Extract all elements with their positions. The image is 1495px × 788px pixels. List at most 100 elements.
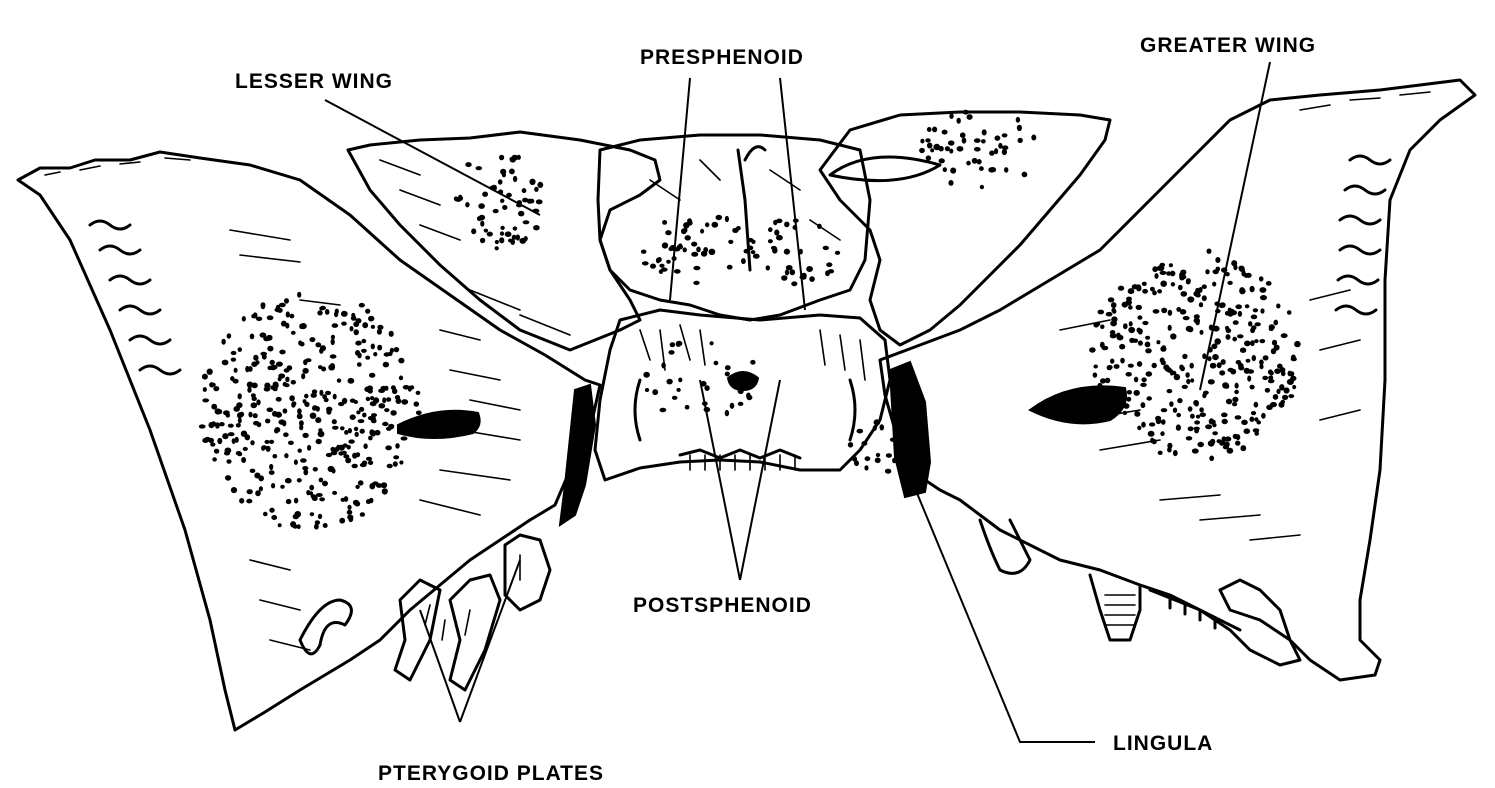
stipple-dot bbox=[256, 399, 261, 406]
stipple-dot bbox=[956, 146, 964, 152]
stipple-dot bbox=[302, 432, 309, 438]
stipple-dot bbox=[227, 423, 234, 428]
stipple-dot bbox=[1202, 392, 1207, 399]
stipple-dot bbox=[383, 352, 390, 357]
stipple-dot bbox=[1187, 406, 1193, 412]
stipple-dot bbox=[994, 135, 1001, 141]
stipple-dot bbox=[661, 242, 669, 249]
stipple-dot bbox=[373, 352, 378, 357]
stipple-dot bbox=[861, 441, 868, 446]
stipple-dot bbox=[1244, 304, 1250, 309]
stipple-dot bbox=[684, 235, 691, 241]
stipple-dot bbox=[331, 323, 339, 328]
stipple-dot bbox=[319, 497, 325, 502]
stipple-dot bbox=[1273, 344, 1280, 351]
stipple-dot bbox=[289, 395, 295, 402]
stipple-dot bbox=[328, 364, 336, 371]
stipple-dot bbox=[336, 444, 341, 450]
stipple-dot bbox=[657, 257, 662, 263]
stipple-dot bbox=[1250, 411, 1257, 416]
stipple-dot bbox=[724, 371, 730, 377]
stipple-dot bbox=[1274, 368, 1281, 375]
stipple-dot bbox=[291, 402, 296, 408]
stipple-dot bbox=[668, 350, 675, 355]
stipple-dot bbox=[309, 412, 317, 419]
stipple-dot bbox=[318, 428, 323, 433]
stipple-dot bbox=[210, 442, 216, 447]
stipple-dot bbox=[343, 454, 350, 459]
stipple-dot bbox=[390, 410, 397, 416]
stipple-dot bbox=[267, 345, 274, 352]
stipple-dot bbox=[1273, 319, 1279, 326]
stipple-dot bbox=[1182, 353, 1188, 360]
stipple-dot bbox=[486, 231, 493, 237]
stipple-dot bbox=[285, 376, 290, 383]
stipple-dot bbox=[246, 498, 253, 504]
stipple-dot bbox=[1137, 315, 1143, 320]
stipple-dot bbox=[1212, 423, 1217, 428]
stipple-dot bbox=[277, 523, 282, 528]
stipple-dot bbox=[242, 446, 248, 451]
stipple-dot bbox=[885, 453, 893, 458]
stipple-dot bbox=[359, 406, 365, 412]
stipple-dot bbox=[275, 361, 283, 367]
stipple-dot bbox=[966, 160, 971, 166]
stipple-dot bbox=[255, 316, 263, 321]
stipple-dot bbox=[1160, 280, 1167, 287]
stipple-dot bbox=[938, 145, 944, 152]
stipple-dot bbox=[322, 480, 328, 487]
stipple-dot bbox=[226, 333, 232, 339]
stipple-dot bbox=[198, 424, 206, 429]
stipple-dot bbox=[368, 460, 374, 466]
label-presphenoid: PRESPHENOID bbox=[640, 46, 804, 69]
stipple-dot bbox=[919, 147, 925, 154]
stipple-dot bbox=[1205, 424, 1213, 430]
stipple-dot bbox=[309, 337, 316, 343]
stipple-dot bbox=[349, 326, 354, 332]
stipple-dot bbox=[856, 428, 864, 434]
stipple-dot bbox=[669, 342, 676, 348]
stipple-dot bbox=[1141, 281, 1147, 286]
stipple-dot bbox=[1198, 302, 1204, 308]
stipple-dot bbox=[324, 309, 330, 315]
stipple-dot bbox=[1235, 434, 1241, 441]
stipple-dot bbox=[1240, 445, 1247, 452]
stipple-dot bbox=[252, 413, 258, 419]
stipple-dot bbox=[1135, 304, 1143, 310]
stipple-dot bbox=[1235, 304, 1242, 310]
stipple-dot bbox=[1219, 370, 1226, 376]
stipple-dot bbox=[277, 376, 282, 382]
stipple-dot bbox=[1241, 270, 1246, 277]
stipple-dot bbox=[1191, 448, 1199, 454]
stipple-dot bbox=[300, 458, 307, 463]
stipple-dot bbox=[1136, 361, 1143, 367]
stipple-dot bbox=[1252, 308, 1259, 313]
stipple-dot bbox=[1185, 372, 1190, 378]
stipple-dot bbox=[232, 378, 239, 384]
stipple-dot bbox=[715, 214, 723, 221]
stipple-dot bbox=[641, 261, 649, 266]
stipple-dot bbox=[392, 461, 398, 467]
stipple-dot bbox=[266, 315, 274, 321]
stipple-dot bbox=[370, 343, 375, 350]
stipple-dot bbox=[1262, 355, 1269, 361]
stipple-dot bbox=[1232, 336, 1237, 342]
stipple-dot bbox=[1292, 384, 1297, 390]
stipple-dot bbox=[504, 231, 512, 237]
stipple-dot bbox=[1021, 171, 1027, 177]
stipple-dot bbox=[385, 445, 392, 451]
stipple-dot bbox=[237, 347, 242, 352]
stipple-dot bbox=[393, 347, 400, 353]
stipple-dot bbox=[293, 459, 298, 466]
stipple-dot bbox=[776, 218, 783, 224]
stipple-dot bbox=[319, 389, 324, 396]
stipple-dot bbox=[230, 357, 237, 362]
stipple-dot bbox=[765, 265, 770, 271]
stipple-dot bbox=[1239, 287, 1246, 295]
stipple-dot bbox=[1286, 378, 1294, 385]
stipple-dot bbox=[920, 138, 925, 144]
stipple-dot bbox=[511, 234, 517, 240]
stipple-dot bbox=[1017, 137, 1023, 143]
presphenoid-stipple bbox=[640, 214, 841, 287]
